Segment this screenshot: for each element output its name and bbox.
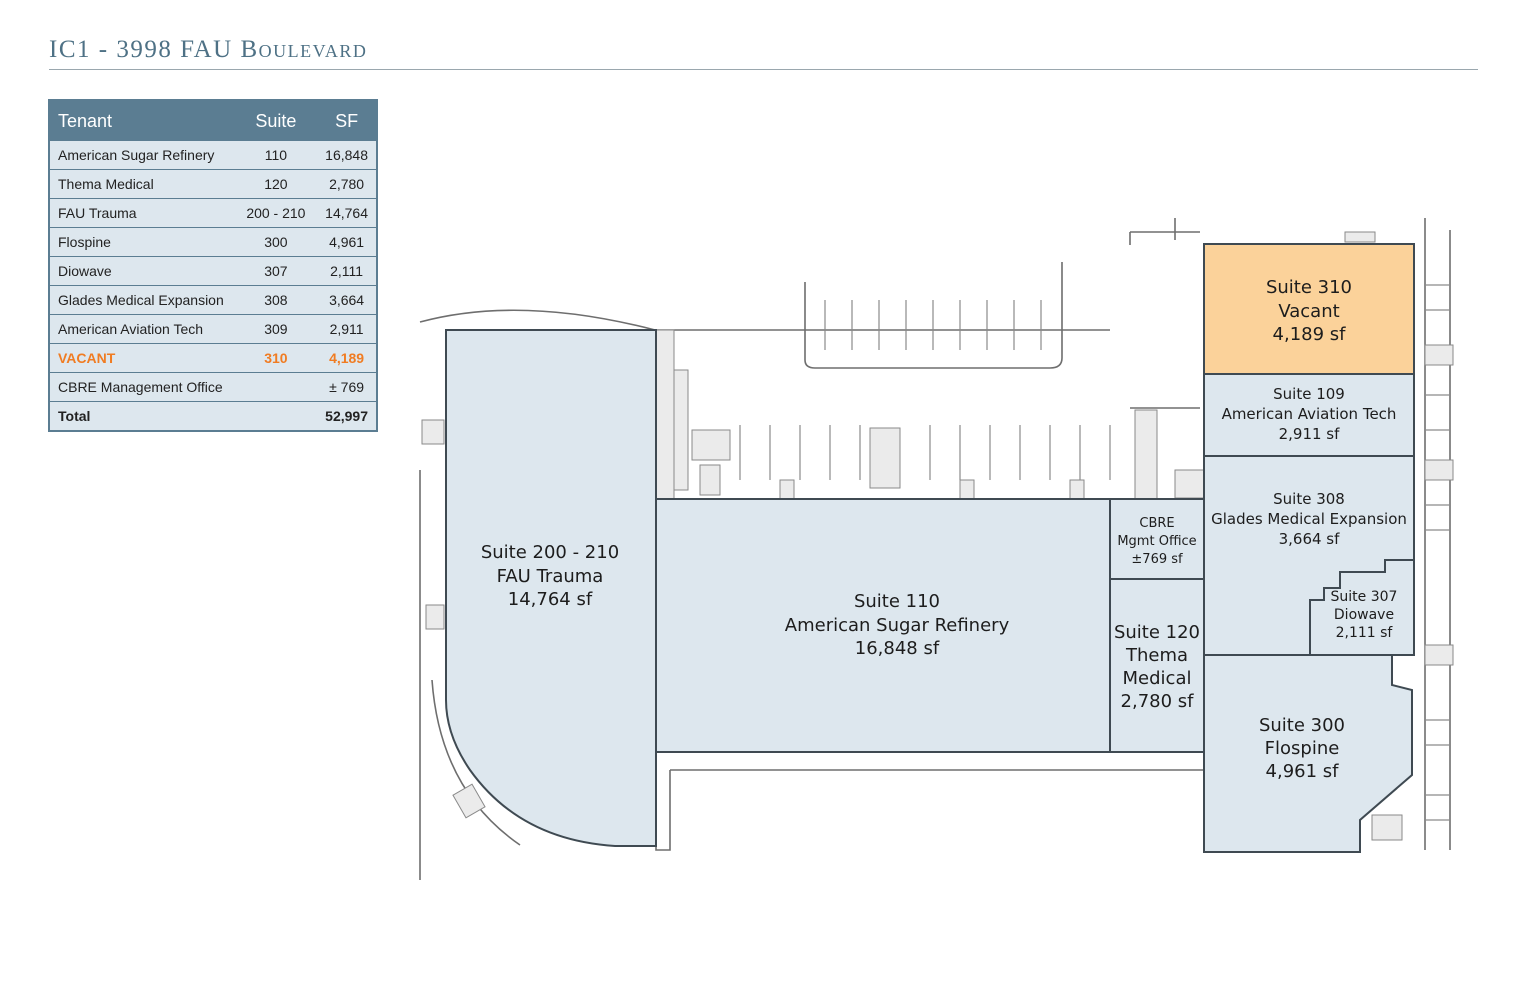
cell-total-sf: 52,997 (317, 401, 377, 431)
cell-tenant: American Sugar Refinery (49, 141, 235, 170)
suite-308-tenant: Glades Medical Expansion (1211, 510, 1407, 528)
cell-sf: 14,764 (317, 198, 377, 228)
cell-total-label: Total (49, 401, 235, 431)
cell-sf: 4,961 (317, 227, 377, 257)
cell-suite: 310 (234, 343, 318, 373)
cell-sf: 2,780 (317, 169, 377, 199)
cell-sf: 16,848 (317, 141, 377, 170)
suite-309-number: Suite 109 (1273, 385, 1345, 403)
suite-200-number: Suite 200 - 210 (481, 542, 619, 563)
suite-120-tenant-line1: Thema (1125, 645, 1188, 666)
table-row-vacant: VACANT 310 4,189 (49, 343, 377, 373)
cell-tenant: Glades Medical Expansion (49, 285, 235, 315)
suite-120-number: Suite 120 (1114, 622, 1200, 643)
suite-110-sf: 16,848 sf (855, 638, 940, 659)
suite-309-sf: 2,911 sf (1279, 425, 1341, 443)
table-row: American Sugar Refinery 110 16,848 (49, 141, 377, 170)
cell-tenant: FAU Trauma (49, 198, 235, 228)
table-total-row: Total 52,997 (49, 401, 377, 431)
table-row: American Aviation Tech 309 2,911 (49, 314, 377, 344)
table-row: Glades Medical Expansion 308 3,664 (49, 285, 377, 315)
cell-total-suite (234, 401, 318, 431)
cbre-office-label: Mgmt Office (1117, 534, 1196, 549)
tenant-table: Tenant Suite SF American Sugar Refinery … (48, 99, 378, 432)
suite-200-210: Suite 200 - 210 FAU Trauma 14,764 sf (445, 329, 657, 847)
suite-307-number: Suite 307 (1331, 589, 1398, 605)
suite-309: Suite 109 American Aviation Tech 2,911 s… (1203, 373, 1415, 457)
suite-310: Suite 310 Vacant 4,189 sf (1203, 243, 1415, 375)
header-sf: SF (317, 100, 377, 141)
suite-300-sf: 4,961 sf (1266, 761, 1340, 782)
cbre-sf: ±769 sf (1131, 552, 1183, 567)
cbre-label: CBRE (1139, 516, 1174, 531)
cell-tenant: VACANT (49, 343, 235, 373)
suite-310-sf: 4,189 sf (1273, 324, 1347, 345)
table-header-row: Tenant Suite SF (49, 100, 377, 141)
suite-307-tenant: Diowave (1334, 607, 1394, 623)
suite-300-tenant: Flospine (1265, 738, 1340, 759)
table-row: CBRE Management Office ± 769 (49, 372, 377, 402)
cell-sf: ± 769 (317, 372, 377, 402)
suite-308: Suite 308 Glades Medical Expansion 3,664… (1203, 455, 1415, 656)
cell-tenant: American Aviation Tech (49, 314, 235, 344)
suite-110-number: Suite 110 (854, 591, 940, 612)
suite-110: Suite 110 American Sugar Refinery 16,848… (655, 498, 1111, 753)
cell-sf: 3,664 (317, 285, 377, 315)
suite-120: Suite 120 Thema Medical 2,780 sf (1109, 578, 1205, 753)
cell-suite: 110 (234, 141, 318, 170)
cbre-mgmt-office: CBRE Mgmt Office ±769 sf (1109, 498, 1205, 580)
page-title: IC1 - 3998 FAU Boulevard (49, 36, 368, 63)
header-suite: Suite (234, 100, 318, 141)
cell-suite (234, 372, 318, 402)
cell-tenant: Diowave (49, 256, 235, 286)
cell-sf: 2,911 (317, 314, 377, 344)
suite-300: Suite 300 Flospine 4,961 sf (1203, 654, 1413, 853)
table-row: FAU Trauma 200 - 210 14,764 (49, 198, 377, 228)
cell-suite: 300 (234, 227, 318, 257)
suite-310-number: Suite 310 (1266, 277, 1352, 298)
walkway-hatching (421, 231, 1454, 841)
suite-120-tenant-line2: Medical (1123, 668, 1192, 689)
cell-suite: 200 - 210 (234, 198, 318, 228)
cell-tenant: Thema Medical (49, 169, 235, 199)
suite-120-sf: 2,780 sf (1121, 691, 1195, 712)
cell-sf: 2,111 (317, 256, 377, 286)
title-divider (49, 69, 1478, 70)
parking-stalls (739, 284, 1450, 821)
suite-200-sf: 14,764 sf (508, 589, 593, 610)
header-tenant: Tenant (49, 100, 235, 141)
cell-sf: 4,189 (317, 343, 377, 373)
suite-200-tenant: FAU Trauma (497, 566, 604, 587)
suite-308-number: Suite 308 (1273, 490, 1345, 508)
suite-300-number: Suite 300 (1259, 715, 1345, 736)
table-row: Thema Medical 120 2,780 (49, 169, 377, 199)
suite-310-status: Vacant (1278, 301, 1339, 322)
suite-307: Suite 307 Diowave 2,111 sf (1309, 559, 1415, 656)
cell-suite: 309 (234, 314, 318, 344)
suite-110-tenant: American Sugar Refinery (785, 615, 1010, 636)
suite-307-sf: 2,111 sf (1336, 625, 1394, 641)
cell-suite: 308 (234, 285, 318, 315)
table-row: Flospine 300 4,961 (49, 227, 377, 257)
suite-308-sf: 3,664 sf (1279, 530, 1341, 548)
cell-suite: 307 (234, 256, 318, 286)
cell-suite: 120 (234, 169, 318, 199)
table-row: Diowave 307 2,111 (49, 256, 377, 286)
cell-tenant: CBRE Management Office (49, 372, 235, 402)
cell-tenant: Flospine (49, 227, 235, 257)
suite-309-tenant: American Aviation Tech (1222, 405, 1397, 423)
